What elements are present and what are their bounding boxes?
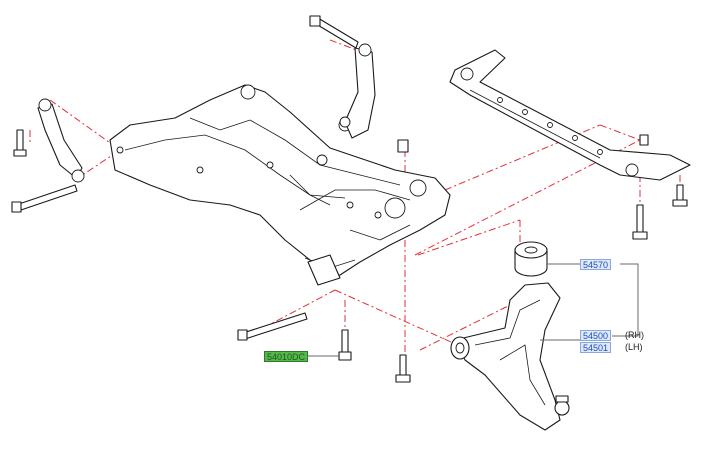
side-label-lh: (LH) — [625, 342, 643, 352]
transverse-link-arm — [450, 282, 570, 431]
callout-leaders — [302, 263, 639, 357]
callout-54010DC[interactable]: 54010DC — [264, 351, 309, 362]
callout-54500[interactable]: 54500 — [580, 330, 612, 341]
front-suspension-member — [109, 84, 451, 286]
side-label-rh: (RH) — [625, 330, 644, 340]
member-mounting-bolts — [237, 134, 649, 383]
transverse-link-bushing — [514, 241, 548, 277]
stabilizer-link-left — [11, 98, 85, 213]
upper-bracket — [309, 15, 376, 139]
callout-54570[interactable]: 54570 — [580, 259, 612, 270]
reinforcement-plate — [449, 49, 691, 240]
callout-54501[interactable]: 54501 — [580, 342, 612, 353]
